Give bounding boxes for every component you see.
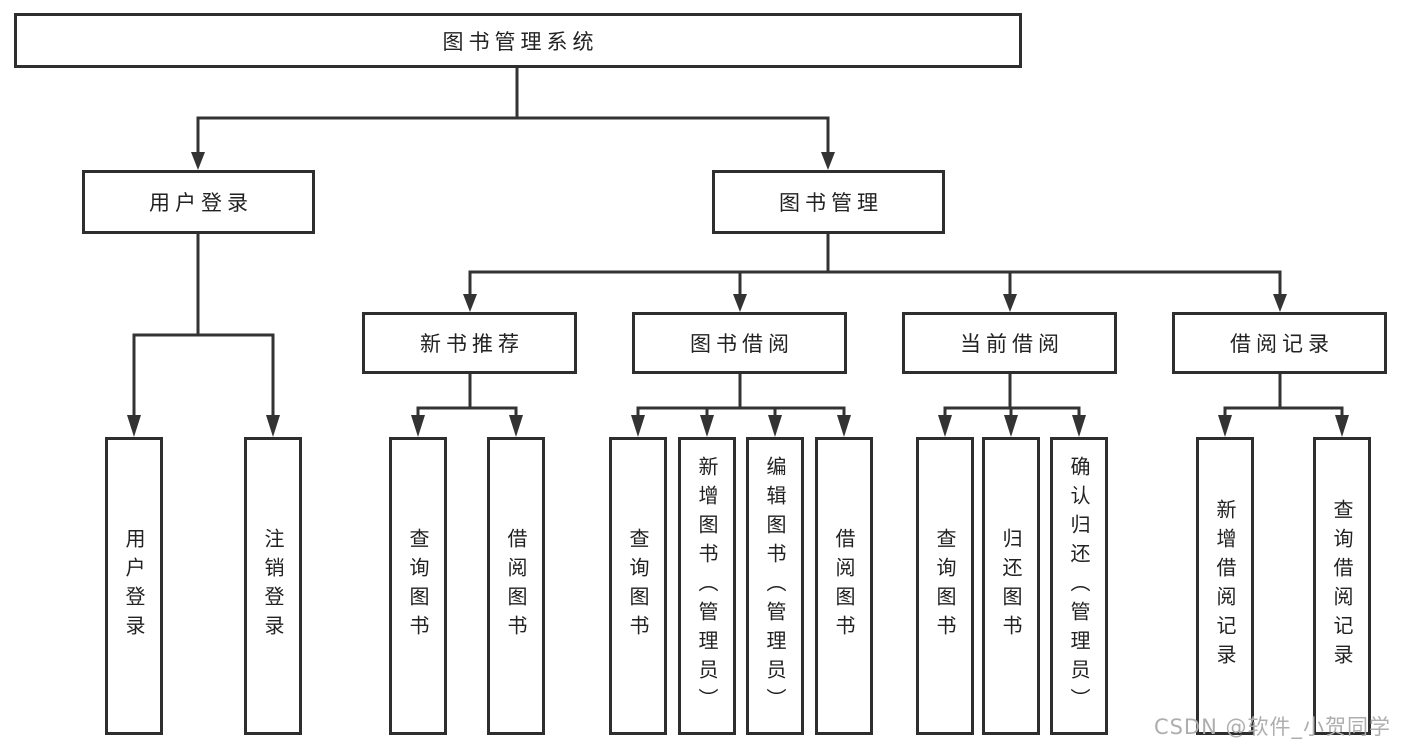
leaf-borrow-books-recommend: 借阅图书 [487, 437, 545, 735]
leaf-add-borrow-record: 新增借阅记录 [1196, 437, 1254, 735]
leaf-borrow-books-borrowing: 借阅图书 [815, 437, 873, 735]
connector-book-borrowing-group [631, 372, 851, 437]
leaf-logout-label: 注销登录 [261, 528, 285, 644]
connector-root-to-level2 [191, 66, 835, 170]
leaf-edit-book-admin-label: 编辑图书（管理员） [763, 455, 787, 717]
connector-current-borrowing-group [938, 372, 1086, 437]
node-borrowing-records-label: 借阅记录 [1230, 332, 1334, 356]
leaf-edit-book-admin: 编辑图书（管理员） [746, 437, 804, 735]
leaf-return-books: 归还图书 [982, 437, 1040, 735]
leaf-query-books-current: 查询图书 [916, 437, 974, 735]
leaf-confirm-return-admin: 确认归还（管理员） [1050, 437, 1108, 735]
node-book-borrowing-label: 图书借阅 [690, 332, 794, 356]
connector-new-book-recommend-group [411, 372, 523, 437]
leaf-add-book-admin-label: 新增图书（管理员） [695, 455, 719, 717]
leaf-add-borrow-record-label: 新增借阅记录 [1213, 499, 1237, 673]
leaf-user-login-label: 用户登录 [122, 528, 146, 644]
leaf-query-books-borrowing-label: 查询图书 [626, 528, 650, 644]
connector-book-management-to-level3 [463, 232, 1287, 312]
node-current-borrowing-label: 当前借阅 [960, 332, 1064, 356]
node-new-book-recommend: 新书推荐 [362, 312, 577, 374]
node-book-borrowing: 图书借阅 [632, 312, 847, 374]
node-library-management-system: 图书管理系统 [14, 13, 1022, 68]
leaf-confirm-return-admin-label: 确认归还（管理员） [1067, 455, 1091, 717]
node-user-login-branch-label: 用户登录 [149, 191, 253, 215]
node-borrowing-records: 借阅记录 [1172, 312, 1387, 374]
leaf-query-borrow-record: 查询借阅记录 [1313, 437, 1371, 735]
csdn-watermark: CSDN @软件_小贺同学 [1154, 711, 1391, 741]
leaf-add-book-admin: 新增图书（管理员） [678, 437, 736, 735]
connector-borrowing-records-group [1218, 372, 1349, 437]
leaf-query-books-borrowing: 查询图书 [609, 437, 667, 735]
node-user-login-branch: 用户登录 [82, 170, 315, 234]
leaf-query-books-recommend-label: 查询图书 [406, 528, 430, 644]
leaf-return-books-label: 归还图书 [999, 528, 1023, 644]
csdn-watermark-text: CSDN @软件_小贺同学 [1153, 715, 1391, 739]
node-book-management: 图书管理 [712, 170, 945, 234]
leaf-query-borrow-record-label: 查询借阅记录 [1330, 499, 1354, 673]
node-library-management-system-label: 图书管理系统 [442, 29, 599, 54]
node-new-book-recommend-label: 新书推荐 [420, 332, 524, 356]
leaf-user-login: 用户登录 [105, 437, 163, 735]
connector-user-login-branch [127, 232, 280, 437]
leaf-query-books-current-label: 查询图书 [933, 528, 957, 644]
node-book-management-label: 图书管理 [779, 191, 883, 215]
leaf-logout: 注销登录 [244, 437, 302, 735]
node-current-borrowing: 当前借阅 [902, 312, 1117, 374]
leaf-query-books-recommend: 查询图书 [389, 437, 447, 735]
leaf-borrow-books-borrowing-label: 借阅图书 [832, 528, 856, 644]
leaf-borrow-books-recommend-label: 借阅图书 [504, 528, 528, 644]
